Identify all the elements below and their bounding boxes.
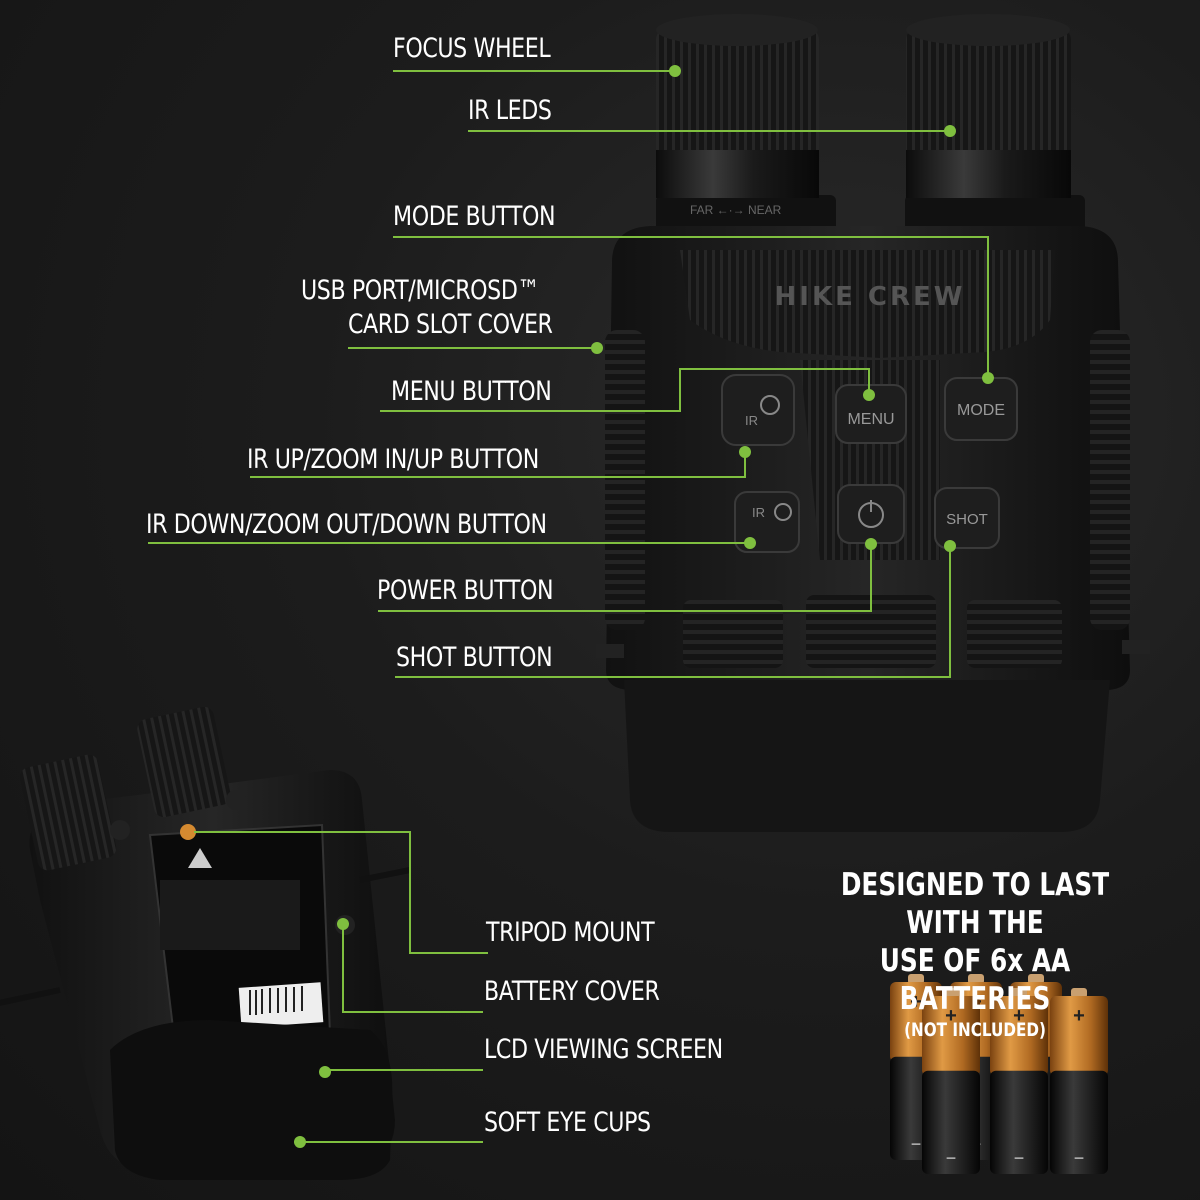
menu-button-label: MENU — [847, 411, 894, 428]
label-focus-wheel: FOCUS WHEEL — [393, 33, 551, 64]
label-ir-leds: IR LEDS — [468, 95, 552, 126]
binocular-bottom-view — [0, 706, 411, 1180]
promo-line3: (NOT INCLUDED) — [904, 1019, 1046, 1041]
label-lcd-viewing-screen: LCD VIEWING SCREEN — [484, 1034, 723, 1065]
label-ir-up-button: IR UP/ZOOM IN/UP BUTTON — [247, 444, 539, 475]
ir-up-zoom-in-button[interactable] — [721, 374, 795, 446]
promo-line1: DESIGNED TO LAST WITH THE — [840, 867, 1110, 941]
callout-dots — [337, 65, 994, 930]
label-tripod-mount: TRIPOD MOUNT — [486, 917, 655, 948]
zoom-out-icon — [774, 503, 792, 521]
barcode-sticker — [238, 982, 324, 1028]
label-soft-eye-cups: SOFT EYE CUPS — [484, 1107, 651, 1138]
tripod-mount — [180, 824, 196, 840]
soft-eye-cups — [110, 1020, 393, 1180]
focus-scale-text: FAR ←·→ NEAR — [690, 203, 782, 217]
battery-plus-label: + — [1013, 1005, 1025, 1027]
battery-plus-label: + — [910, 991, 922, 1013]
label-ir-down-button: IR DOWN/ZOOM OUT/DOWN BUTTON — [146, 509, 547, 540]
battery-minus-label: − — [946, 1148, 957, 1168]
menu-button[interactable] — [835, 384, 907, 444]
battery-minus-label: − — [1074, 1148, 1085, 1168]
zoom-in-icon — [760, 395, 780, 415]
label-power-button: POWER BUTTON — [377, 575, 554, 606]
binocular-front-view: FAR ←·→ NEAR HIKE CREW IR MENU MODE IR — [596, 14, 1150, 832]
power-button[interactable] — [837, 484, 905, 544]
batteries: +−+−+−+−+−+− — [890, 974, 1108, 1174]
shot-button[interactable] — [934, 487, 1000, 549]
aa-battery: +− — [922, 988, 980, 1174]
aa-battery: +− — [1050, 988, 1108, 1174]
screen-housing — [624, 680, 1110, 832]
battery-minus-label: − — [911, 1134, 922, 1154]
shot-button-label: SHOT — [946, 511, 988, 528]
callout-lines — [148, 70, 989, 1143]
ir-up-label: IR — [745, 413, 758, 428]
brand-logo: HIKE CREW — [775, 282, 966, 312]
label-usb-port-line2: CARD SLOT COVER — [348, 309, 553, 340]
promo-line2: USE OF 6x AA BATTERIES — [879, 943, 1071, 1017]
label-mode-button: MODE BUTTON — [393, 201, 556, 232]
label-menu-button: MENU BUTTON — [391, 376, 552, 407]
ir-down-zoom-out-button[interactable] — [734, 491, 800, 553]
aa-battery: +− — [990, 988, 1048, 1174]
label-usb-port-line1: USB PORT/MICROSD™ — [301, 275, 540, 306]
label-shot-button: SHOT BUTTON — [396, 642, 553, 673]
battery-minus-label: − — [1014, 1148, 1025, 1168]
ir-down-label: IR — [752, 505, 765, 520]
mode-button[interactable] — [944, 377, 1018, 441]
battery-plus-label: + — [945, 1005, 957, 1027]
battery-promo: DESIGNED TO LAST WITH THE USE OF 6x AA B… — [760, 866, 1190, 1042]
mode-button-label: MODE — [957, 402, 1005, 419]
label-battery-cover: BATTERY COVER — [484, 976, 660, 1007]
battery-plus-label: + — [1073, 1005, 1085, 1027]
